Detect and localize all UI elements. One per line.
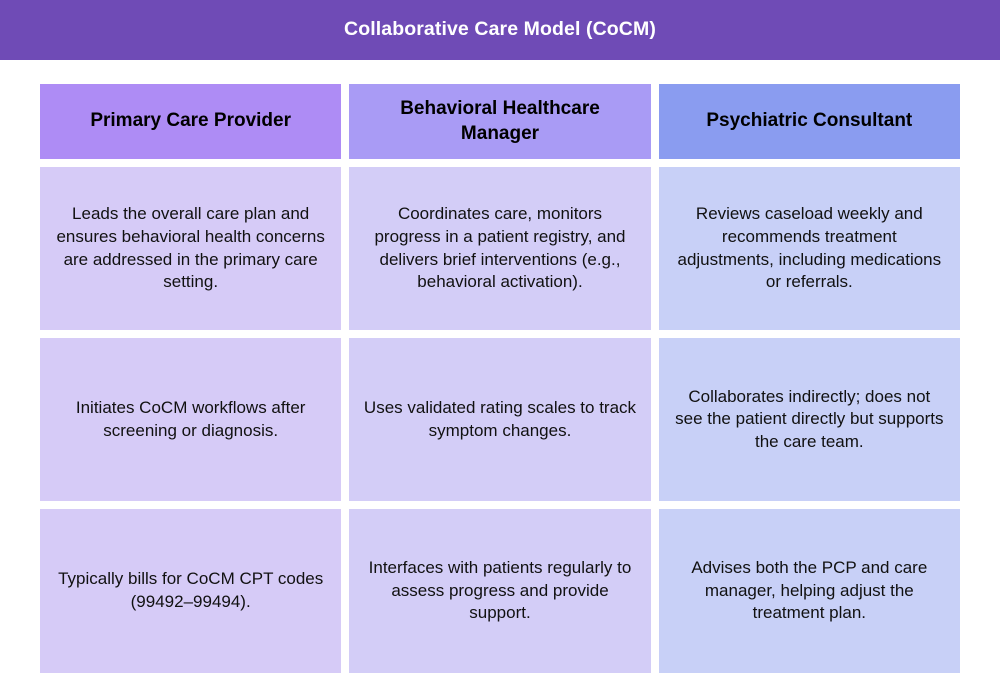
table-cell: Leads the overall care plan and ensures …	[40, 167, 342, 330]
column-header-label: Primary Care Provider	[90, 110, 291, 132]
column-header-label: Psychiatric Consultant	[706, 110, 913, 132]
roles-table: Primary Care Provider Behavioral Healthc…	[40, 84, 960, 673]
column-header-behavioral-healthcare-manager: Behavioral Healthcare Manager	[349, 84, 651, 159]
table-cell-text: Typically bills for CoCM CPT codes (9949…	[58, 569, 324, 611]
table-cell: Advises both the PCP and care manager, h…	[658, 509, 960, 673]
table-cell-text: Leads the overall care plan and ensures …	[56, 204, 325, 292]
column-header-primary-care-provider: Primary Care Provider	[40, 84, 342, 159]
roles-grid: Primary Care Provider Behavioral Healthc…	[40, 84, 960, 673]
column-header-psychiatric-consultant: Psychiatric Consultant	[658, 84, 960, 159]
table-cell: Initiates CoCM workflows after screening…	[40, 338, 342, 501]
column-header-label: Behavioral Healthcare Manager	[400, 98, 600, 144]
table-cell-text: Interfaces with patients regularly to as…	[368, 558, 632, 623]
table-cell: Coordinates care, monitors progress in a…	[349, 167, 651, 330]
table-cell-text: Initiates CoCM workflows after screening…	[75, 397, 306, 440]
table-cell: Collaborates indirectly; does not see th…	[658, 338, 960, 501]
table-cell-text: Collaborates indirectly; does not see th…	[675, 386, 944, 451]
table-cell: Interfaces with patients regularly to as…	[349, 509, 651, 673]
table-cell-text: Advises both the PCP and care manager, h…	[691, 558, 928, 623]
table-cell-text: Uses validated rating scales to track sy…	[363, 397, 637, 440]
table-cell-text: Coordinates care, monitors progress in a…	[374, 204, 626, 292]
table-cell: Typically bills for CoCM CPT codes (9949…	[40, 509, 342, 673]
title-banner: Collaborative Care Model (CoCM)	[0, 0, 1000, 60]
table-cell: Reviews caseload weekly and recommends t…	[658, 167, 960, 330]
page-title: Collaborative Care Model (CoCM)	[344, 18, 656, 41]
table-cell: Uses validated rating scales to track sy…	[349, 338, 651, 501]
table-cell-text: Reviews caseload weekly and recommends t…	[677, 204, 942, 292]
